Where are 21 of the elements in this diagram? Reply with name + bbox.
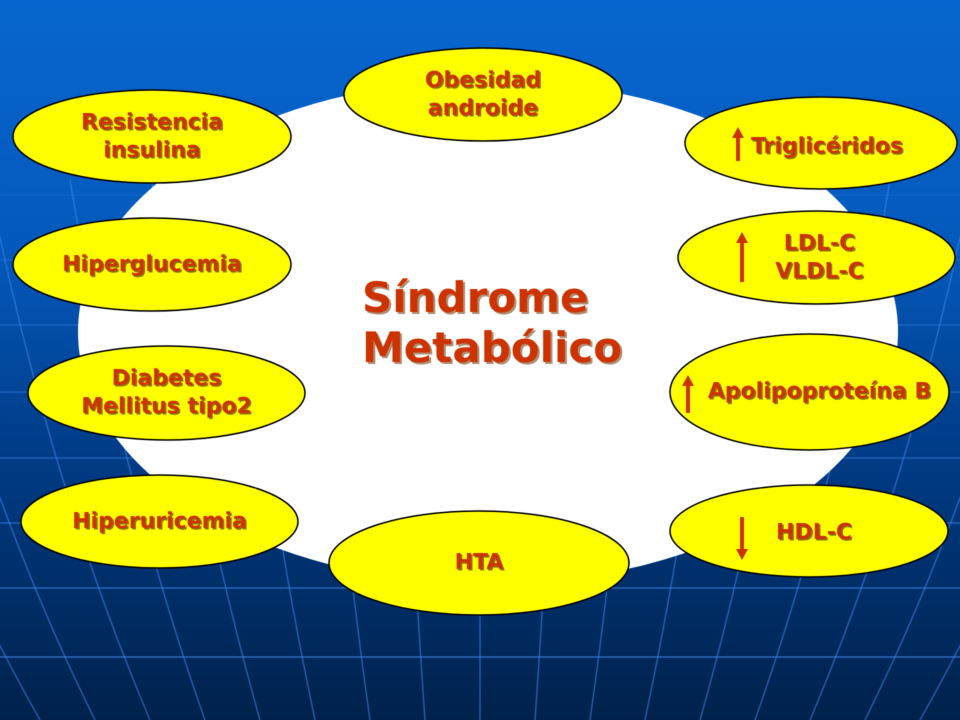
node-label: Resistencia insulina xyxy=(80,108,224,164)
oval-node xyxy=(12,89,292,184)
oval-node xyxy=(27,345,306,441)
node-label: Triglicéridos xyxy=(750,133,904,161)
node-label: Hiperglucemia xyxy=(62,250,242,278)
node-label: Apolipoproteína B xyxy=(708,378,932,406)
node-label: HDL-C xyxy=(776,519,852,547)
node-label: LDL-C VLDL-C xyxy=(774,230,865,286)
node-label: HTA xyxy=(454,549,504,577)
oval-node xyxy=(328,510,630,616)
slide-title: Síndrome Metabólico xyxy=(362,273,624,373)
node-label: Diabetes Mellitus tipo2 xyxy=(80,365,253,421)
oval-node xyxy=(677,210,956,305)
oval-node xyxy=(684,96,958,190)
node-label: Hiperuricemia xyxy=(72,508,247,536)
oval-node xyxy=(343,47,623,142)
oval-node xyxy=(669,333,950,451)
oval-node xyxy=(20,474,299,569)
oval-node xyxy=(12,217,292,312)
node-label: Obesidad androide xyxy=(424,66,542,122)
oval-node xyxy=(669,484,949,578)
